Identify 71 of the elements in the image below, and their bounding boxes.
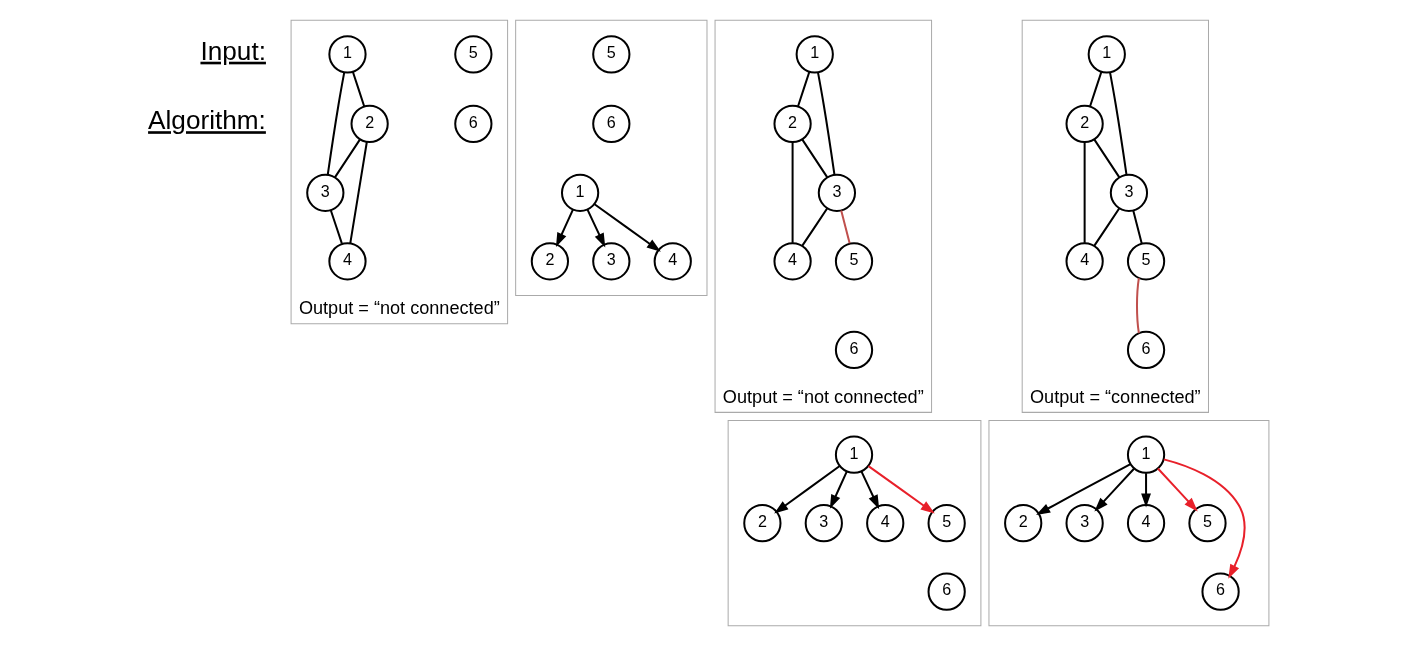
node-circle: 2	[350, 104, 389, 143]
node-circle: 2	[530, 242, 569, 281]
node-circle: 6	[927, 572, 966, 611]
node-circle: 5	[453, 35, 492, 74]
node-circle: 5	[591, 35, 630, 74]
arrow	[586, 209, 605, 248]
node-circle: 1	[327, 35, 367, 74]
arrow	[1163, 458, 1245, 579]
arrow	[860, 471, 879, 510]
node-circle: 4	[653, 242, 692, 281]
node-circle: 6	[834, 330, 873, 370]
node-circle: 5	[927, 504, 966, 543]
connector	[1108, 72, 1127, 175]
arrow	[1093, 467, 1135, 512]
node-circle: 6	[453, 104, 492, 143]
connector	[1083, 142, 1086, 243]
arrow	[1140, 473, 1151, 508]
node-circle: 6	[1126, 330, 1165, 370]
node-circle: 2	[742, 504, 781, 543]
connector	[333, 138, 361, 178]
label: Input:	[199, 35, 266, 66]
node-circle: 1	[834, 435, 873, 474]
connector	[796, 71, 810, 107]
connector	[800, 207, 828, 247]
arrow	[593, 203, 661, 252]
connector	[816, 72, 835, 175]
node-circle: 4	[865, 504, 904, 543]
node-circle: 2	[1065, 104, 1104, 143]
arrow	[773, 465, 840, 514]
node-circle: 2	[1003, 504, 1042, 543]
cluster	[514, 19, 707, 297]
connector	[839, 210, 851, 244]
node-circle: 6	[1200, 572, 1240, 611]
connector	[348, 141, 368, 244]
node-circle: 4	[327, 242, 367, 281]
node-circle: 3	[804, 504, 843, 543]
arrow	[829, 471, 848, 509]
arrow	[555, 209, 574, 247]
connector	[791, 142, 794, 243]
cluster	[727, 419, 981, 627]
node-circle: 3	[817, 173, 856, 212]
node-circle: 1	[795, 35, 834, 74]
connector	[1088, 71, 1102, 107]
connector	[1131, 210, 1143, 244]
label: Algorithm:	[147, 105, 266, 136]
node-circle: 3	[1109, 173, 1148, 212]
node-circle: 1	[1087, 35, 1126, 74]
arrow	[867, 465, 935, 514]
node-circle: 2	[772, 104, 812, 143]
connector	[329, 209, 343, 244]
arrow	[1035, 463, 1131, 516]
connector	[1092, 138, 1120, 178]
node-circle: 5	[834, 242, 873, 281]
cluster	[987, 419, 1269, 627]
connector	[1092, 207, 1120, 247]
node-circle: 3	[1065, 504, 1104, 543]
node-circle: 6	[591, 104, 630, 143]
connector	[1135, 278, 1140, 334]
connector	[326, 72, 345, 175]
connector	[351, 71, 365, 107]
node-circle: 1	[1126, 435, 1165, 474]
node-circle: 4	[772, 242, 812, 281]
node-circle: 3	[591, 242, 630, 281]
node-circle: 5	[1187, 504, 1227, 543]
node-circle: 5	[1126, 242, 1165, 281]
node-circle: 4	[1126, 504, 1165, 543]
arrow	[1156, 467, 1198, 512]
node-circle: 1	[560, 173, 599, 212]
connector	[800, 138, 828, 178]
node-circle: 4	[1065, 242, 1104, 281]
node-circle: 3	[305, 173, 344, 212]
